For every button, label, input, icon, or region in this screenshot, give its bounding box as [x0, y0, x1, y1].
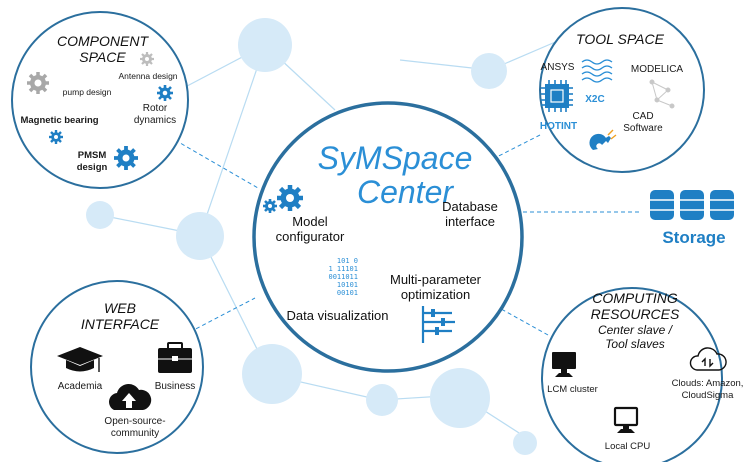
background-bubbles	[86, 18, 537, 455]
computing-title-line2: RESOURCES	[590, 306, 680, 322]
pmsm-design-line1: PMSM	[77, 150, 107, 161]
cloud-upload-icon	[109, 384, 152, 410]
web-interface-title-line1: WEB	[104, 300, 136, 316]
component-space-title: COMPONENT SPACE	[40, 33, 165, 65]
rotor-dynamics-line1: Rotor	[142, 103, 168, 114]
rotor-dynamics-line2: dynamics	[133, 115, 177, 126]
network-icon	[649, 79, 675, 109]
magnet-icon	[589, 129, 617, 150]
gear-icon-pmsm	[114, 146, 138, 170]
database-interface-line2: interface	[445, 214, 495, 229]
pmsm-design-label: PMSM design	[72, 150, 112, 174]
open-source-line2: community	[110, 428, 160, 439]
pump-design-label: pump design	[62, 87, 112, 97]
web-interface-title-line2: INTERFACE	[80, 316, 160, 332]
clouds-label: Clouds: Amazon, CloudSigma	[670, 378, 745, 402]
open-source-community-label: Open-source- community	[95, 416, 175, 440]
clouds-line2: CloudSigma	[681, 390, 734, 401]
computing-subtitle-line2: Tool slaves	[605, 337, 665, 351]
sliders-icon	[421, 306, 455, 343]
multi-parameter-optimization-label: Multi-parameter optimization	[378, 272, 493, 302]
center-ring	[252, 101, 524, 373]
database-interface-label: Database interface	[425, 199, 515, 229]
storage-label: Storage	[662, 228, 726, 247]
database-icon	[650, 190, 734, 220]
cad-software-label: CAD Software	[618, 111, 668, 135]
magnetic-bearing-label: Magnetic bearing	[20, 115, 99, 126]
lcm-cluster-label: LCM cluster	[547, 384, 598, 395]
binary-data-icon: 101 0 1 11101 0011011 10101 00101	[328, 257, 358, 297]
monitor-icon-lcm	[552, 352, 576, 377]
gear-icon-rotor	[157, 85, 173, 101]
waves-icon	[581, 59, 613, 83]
x2c-label: X2C	[585, 94, 605, 105]
gear-icon-model-config	[263, 185, 303, 213]
gear-icon-antenna	[140, 52, 154, 66]
data-visualization-label: Data visualization	[286, 308, 389, 323]
hotint-label: HOTINT	[539, 121, 578, 132]
computing-title-line1: COMPUTING	[592, 290, 678, 306]
tool-space-title: TOOL SPACE	[576, 31, 664, 47]
cad-software-line1: CAD	[632, 111, 654, 122]
model-configurator-label: Model configurator	[255, 214, 365, 244]
open-source-line1: Open-source-	[104, 416, 166, 427]
monitor-icon-local-cpu	[613, 406, 639, 433]
ansys-label: ANSYS	[540, 62, 575, 73]
clouds-line1: Clouds: Amazon,	[671, 378, 744, 389]
computing-resources-title: COMPUTING RESOURCES	[575, 290, 695, 322]
chip-icon	[541, 80, 573, 112]
antenna-design-label: Antenna design	[118, 71, 178, 81]
model-configurator-line2: configurator	[275, 229, 345, 244]
center-title: SyMSpace Center	[300, 141, 490, 209]
gear-icon-magnetic	[49, 130, 63, 144]
academia-label: Academia	[57, 381, 103, 392]
graduation-cap-icon	[57, 347, 103, 372]
component-space-title-line1: COMPONENT	[57, 33, 148, 49]
component-space-title-line2: SPACE	[79, 49, 126, 65]
web-interface-title: WEB INTERFACE	[60, 300, 180, 332]
computing-subtitle: Center slave / Tool slaves	[575, 323, 695, 351]
center-title-line1: SyMSpace	[317, 140, 473, 176]
model-configurator-line1: Model	[292, 214, 328, 229]
center-title-line2: Center	[356, 174, 454, 210]
cloud-sync-icon	[689, 347, 727, 371]
cad-software-line2: Software	[623, 123, 663, 134]
database-interface-line1: Database	[442, 199, 498, 214]
briefcase-icon	[158, 342, 192, 373]
business-label: Business	[154, 381, 196, 392]
local-cpu-label: Local CPU	[604, 441, 651, 452]
computing-subtitle-line1: Center slave /	[597, 323, 673, 337]
modelica-label: MODELICA	[630, 64, 684, 75]
rotor-dynamics-label: Rotor dynamics	[125, 103, 185, 127]
pmsm-design-line2: design	[76, 162, 108, 173]
multi-parameter-line2: optimization	[400, 287, 471, 302]
gear-icon-pump	[27, 72, 49, 94]
multi-parameter-line1: Multi-parameter	[389, 272, 482, 287]
